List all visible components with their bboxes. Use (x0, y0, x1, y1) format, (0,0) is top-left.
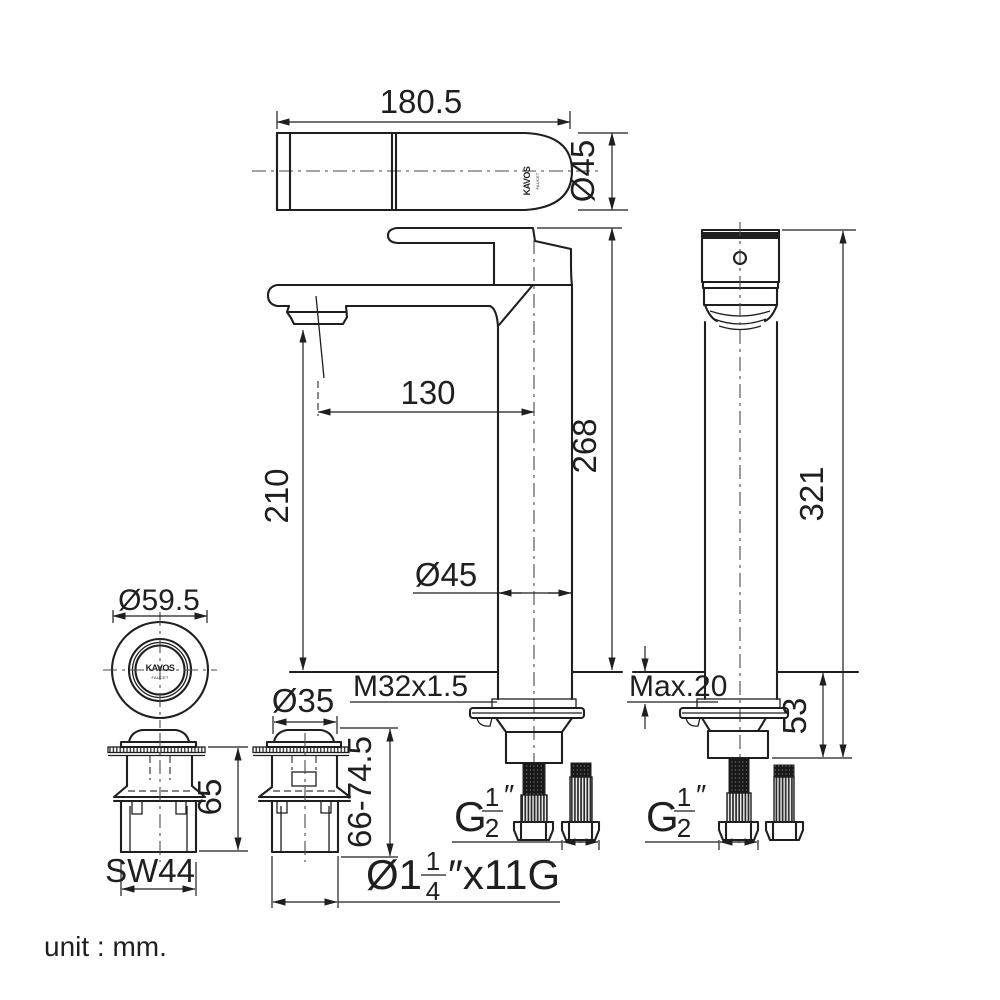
front-hose-right (560, 776, 601, 842)
label-shank-thread: M32x1.5 (353, 670, 468, 703)
inlet-num: 1 (485, 782, 499, 812)
side-hose-front (717, 792, 760, 842)
drain-left-side (107, 728, 207, 862)
label-max-deck: Max.20 (629, 670, 727, 703)
brand-logo-sub-drain: FAUCET (152, 675, 169, 680)
thread-suffix: ″x11G (448, 851, 560, 898)
inlet-den: 2 (677, 813, 691, 843)
inlet-g: G (454, 793, 487, 840)
drain-right-view: Ø35 66-74.5 Ø1 1 4 ″x (252, 682, 560, 908)
brand-logo-drain: KAVOS (146, 663, 175, 673)
dim-top-length: 180.5 (380, 83, 463, 120)
dim-drain-height: 65 (191, 779, 228, 816)
front-inlet-label: G 1 2 ″ (452, 780, 600, 850)
inlet-inch: ″ (504, 780, 514, 812)
unit-note: unit : mm. (44, 931, 167, 962)
brand-logo-top: KAVOS (522, 166, 532, 195)
dim-drain-hex: SW44 (105, 852, 195, 889)
drain-thread-label: Ø1 1 4 ″x11G (366, 846, 560, 906)
dim-below-deck: 53 (776, 698, 813, 735)
side-under-counter (678, 698, 805, 842)
inlet-inch: ″ (696, 780, 706, 812)
dim-drain-height-range: 66-74.5 (341, 736, 378, 848)
dim-height-above-deck: 268 (566, 418, 603, 473)
front-hose-left (512, 794, 555, 842)
dim-overall-height: 321 (793, 466, 830, 521)
side-inlet-label: G 1 2 ″ (645, 780, 759, 850)
inlet-g: G (646, 793, 679, 840)
inlet-den: 2 (485, 813, 499, 843)
dim-body-diameter: Ø45 (415, 556, 477, 593)
drain-left-view: KAVOS FAUCET Ø59.5 65 SW44 (103, 584, 248, 896)
dim-drain-plug-diameter: Ø35 (272, 682, 334, 719)
thread-num: 1 (426, 846, 440, 876)
front-view: 130 210 268 Ø45 M32x1.5 G 1 2 ″ (258, 226, 624, 850)
drain-right-side (252, 728, 352, 862)
top-view: KAVOS FAUCET 180.5 Ø45 (252, 83, 628, 212)
thread-prefix: Ø1 (366, 851, 422, 898)
dim-top-diameter: Ø45 (564, 140, 601, 202)
inlet-num: 1 (677, 782, 691, 812)
brand-logo-sub-top: FAUCET (535, 172, 540, 189)
dim-reach: 130 (400, 374, 455, 411)
dim-drain-cap-diameter: Ø59.5 (118, 584, 200, 617)
dim-spout-height: 210 (258, 468, 295, 523)
side-hose-rear (764, 776, 805, 842)
front-under-counter (468, 698, 601, 842)
thread-den: 4 (426, 876, 440, 906)
side-view: Max.20 53 321 G 1 2 ″ (627, 222, 860, 850)
